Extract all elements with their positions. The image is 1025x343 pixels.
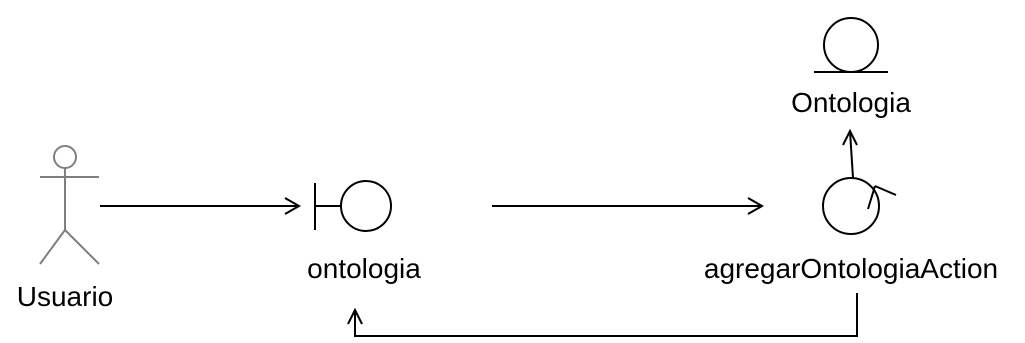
arrow-usuario-to-ontologia [100,197,302,215]
entity-label: Ontologia [791,87,911,118]
boundary-label: ontologia [307,253,421,284]
arrow-ontologia-to-action [492,197,765,215]
control-agregar-ontologia-action[interactable]: agregarOntologiaAction [704,177,998,284]
control-icon [822,177,897,235]
arrow-action-to-ontologia-return [347,293,858,337]
arrow-action-to-ontologia-entity [842,128,858,179]
actor-usuario[interactable]: Usuario [17,145,113,312]
boundary-ontologia[interactable]: ontologia [307,180,421,284]
actor-icon [39,145,100,265]
actor-label: Usuario [17,281,113,312]
entity-icon [814,17,888,73]
entity-ontologia[interactable]: Ontologia [791,17,911,118]
boundary-icon [314,180,392,232]
control-label: agregarOntologiaAction [704,253,998,284]
